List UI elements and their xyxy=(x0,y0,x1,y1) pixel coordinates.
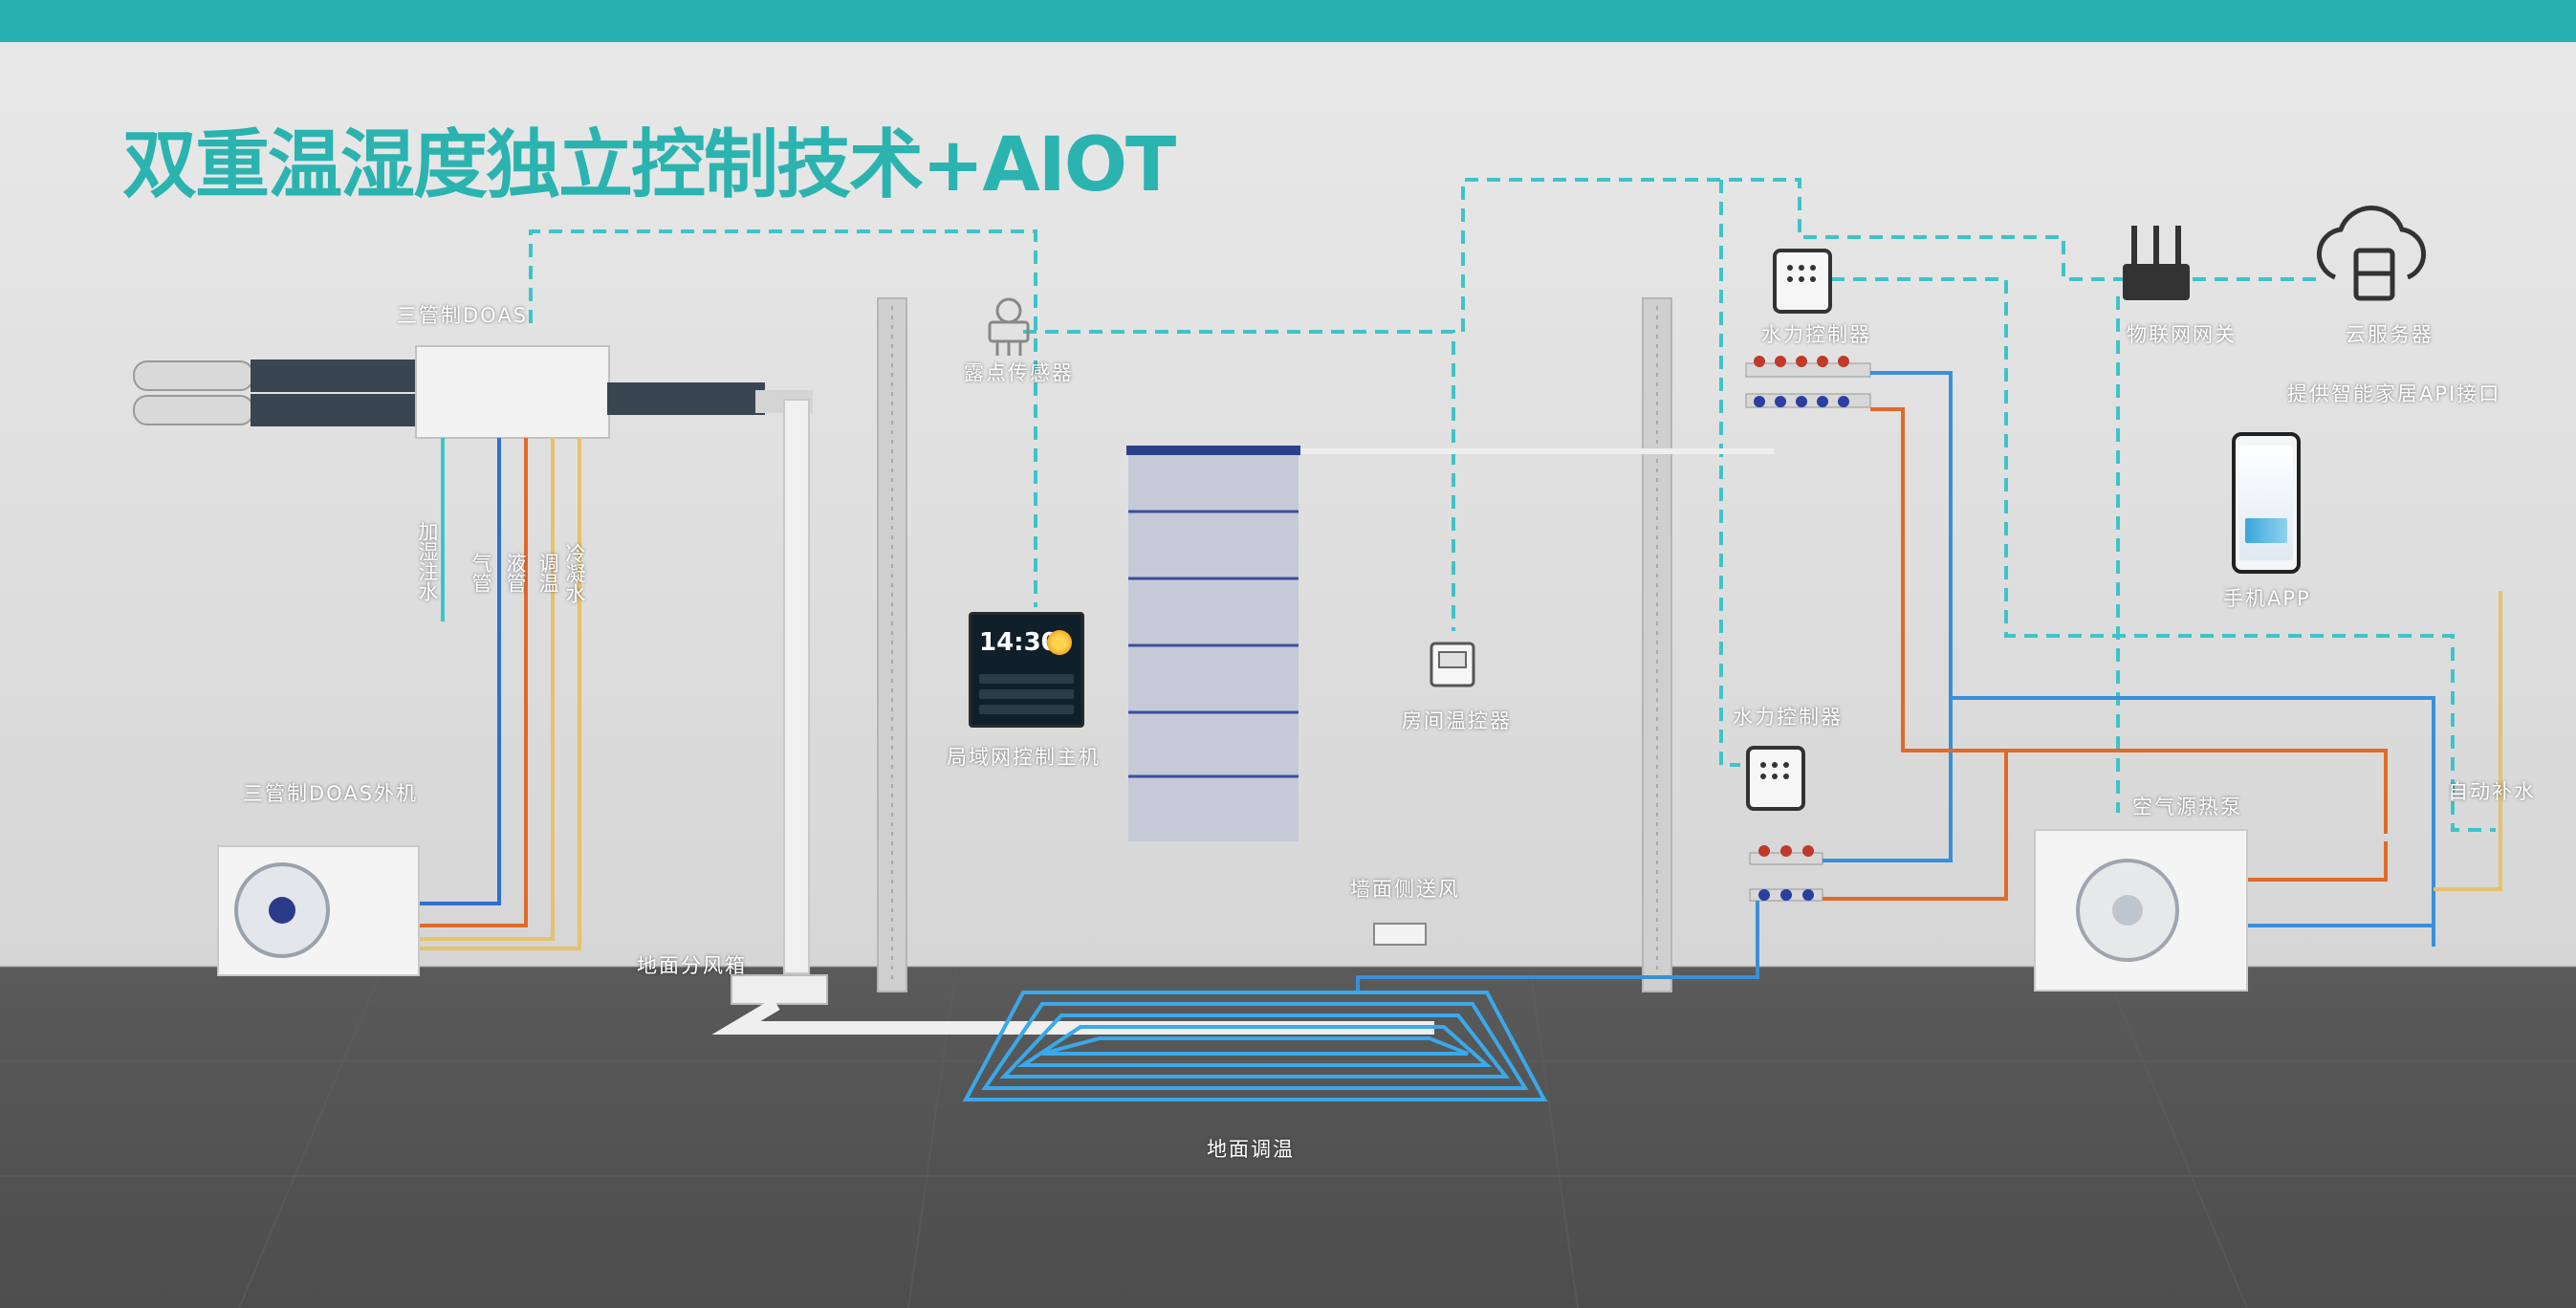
label-heat-pump: 空气源热泵 xyxy=(2132,796,2242,818)
label-auto-refill: 自动补水 xyxy=(2448,780,2536,803)
label-doas: 三管制DOAS xyxy=(397,304,529,327)
doas-pipes xyxy=(406,438,581,950)
pipe-label-humidify: 加湿注水 xyxy=(416,521,439,601)
label-api-note: 提供智能家居API接口 xyxy=(2287,382,2501,405)
router-icon xyxy=(2123,226,2190,300)
manifolds xyxy=(1745,356,1871,902)
weather-icon xyxy=(1047,630,1072,655)
floor-radiant-loops xyxy=(962,991,1548,1101)
lan-control-host: 14:30 xyxy=(969,612,1084,728)
cloud-server-icon xyxy=(2316,205,2427,301)
pipe-label-condensate: 冷凝水 xyxy=(563,543,586,603)
label-lan-host: 局域网控制主机 xyxy=(947,746,1101,769)
label-phone-app: 手机APP xyxy=(2223,587,2311,610)
page-title: 双重温湿度独立控制技术+AIOT xyxy=(122,122,1176,208)
phone-icon xyxy=(2232,432,2301,574)
signal-lines xyxy=(529,178,2496,832)
label-hydro-controller-bottom: 水力控制器 xyxy=(1733,706,1843,729)
pipe-label-gas: 气管 xyxy=(469,553,492,593)
dew-sensor-icon xyxy=(988,297,1030,356)
label-hydro-controller-top: 水力控制器 xyxy=(1761,323,1871,346)
wall-supply-vent xyxy=(1373,923,1427,946)
doas-indoor-unit xyxy=(133,345,1434,1035)
label-doas-outdoor: 三管制DOAS外机 xyxy=(243,782,419,805)
doas-outdoor-unit xyxy=(217,845,420,976)
controller-icon xyxy=(1746,249,1832,811)
label-dew-sensor: 露点传感器 xyxy=(964,361,1074,384)
top-banner xyxy=(0,0,2576,42)
wall-radiant-panel xyxy=(1126,446,1774,841)
pipe-label-liquid: 液管 xyxy=(504,553,527,593)
hydronic-pipes xyxy=(1356,371,2502,994)
label-floor-plenum: 地面分风箱 xyxy=(637,954,747,977)
label-room-thermostat: 房间温控器 xyxy=(1402,709,1512,732)
panel-time: 14:30 xyxy=(979,628,1059,657)
label-floor-radiant: 地面调温 xyxy=(1207,1138,1295,1161)
label-wall-supply: 墙面侧送风 xyxy=(1350,878,1460,901)
pipe-label-temp: 调温 xyxy=(536,553,559,593)
heat-pump-unit xyxy=(2034,829,2248,992)
thermostat-icon xyxy=(1430,642,1475,687)
floor-tiles xyxy=(0,967,2576,1308)
label-iot-gateway: 物联网网关 xyxy=(2127,323,2237,346)
label-cloud-server: 云服务器 xyxy=(2346,323,2434,346)
